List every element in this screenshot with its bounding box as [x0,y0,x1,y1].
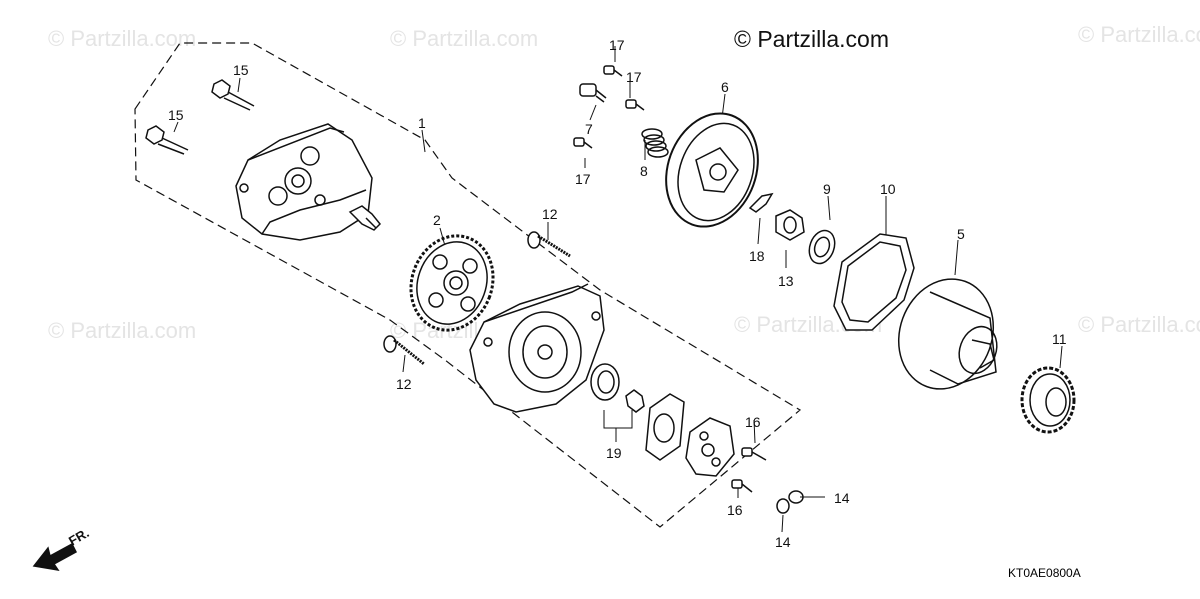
watermark: © Partzilla.com [1078,22,1200,47]
part-6-ring [665,112,759,228]
watermark: © Partzilla.com [48,26,197,51]
part-7-bolt [579,83,607,103]
part-17-screws [573,65,645,149]
assembly-boundary [134,42,802,528]
callout-12: 12 [542,206,558,222]
pump-gasket [645,393,685,461]
callout-11: 11 [1052,331,1067,347]
callout-9: 9 [823,181,831,197]
part-19-rotors [590,363,645,413]
dowel-pin [348,205,382,231]
pump-body [469,283,605,413]
callout-16: 16 [727,502,743,518]
part-1-pump-cover [235,123,373,241]
callout-15: 15 [168,107,184,123]
callout-14: 14 [834,490,850,506]
callout-16: 16 [745,414,761,430]
callout-13: 13 [778,273,794,289]
watermark: © Partzilla.com [1078,312,1200,337]
part-16-screws [731,447,767,493]
callout-19: 19 [606,445,622,461]
callout-8: 8 [640,163,648,179]
callout-14: 14 [775,534,791,550]
part-12-bolts [383,231,571,366]
callout-17: 17 [609,37,625,53]
leader-lines [173,46,1063,533]
callout-17: 17 [626,69,642,85]
callout-2: 2 [433,212,441,228]
callout-6: 6 [721,79,729,95]
callout-18: 18 [749,248,765,264]
part-5-hub [897,278,998,390]
part-14-orings [776,490,804,514]
part-18-clip [748,192,774,213]
drawing-code: KT0AE0800A [1008,566,1081,580]
part-9-washer [808,229,836,265]
callout-5: 5 [957,226,965,242]
callout-15: 15 [233,62,249,78]
watermark: © Partzilla.com [390,26,539,51]
part-11-gear [1020,366,1076,434]
part-15-bolts [145,79,255,155]
callout-12: 12 [396,376,412,392]
copyright-brand: © Partzilla.com [734,26,889,52]
part-2-driven-gear [409,234,495,332]
callout-10: 10 [880,181,896,197]
watermark: © Partzilla.com [48,318,197,343]
front-direction-arrow [32,542,77,572]
callout-labels: 1 2 5 6 7 8 9 10 11 12 12 13 14 14 15 15… [168,37,1067,550]
callout-17: 17 [575,171,591,187]
callout-7: 7 [585,121,593,137]
part-13-nut [775,209,805,241]
callout-1: 1 [418,115,426,131]
pump-cover-plate [685,417,735,477]
part-10-gasket [833,233,915,331]
part-8-spring [641,128,669,158]
